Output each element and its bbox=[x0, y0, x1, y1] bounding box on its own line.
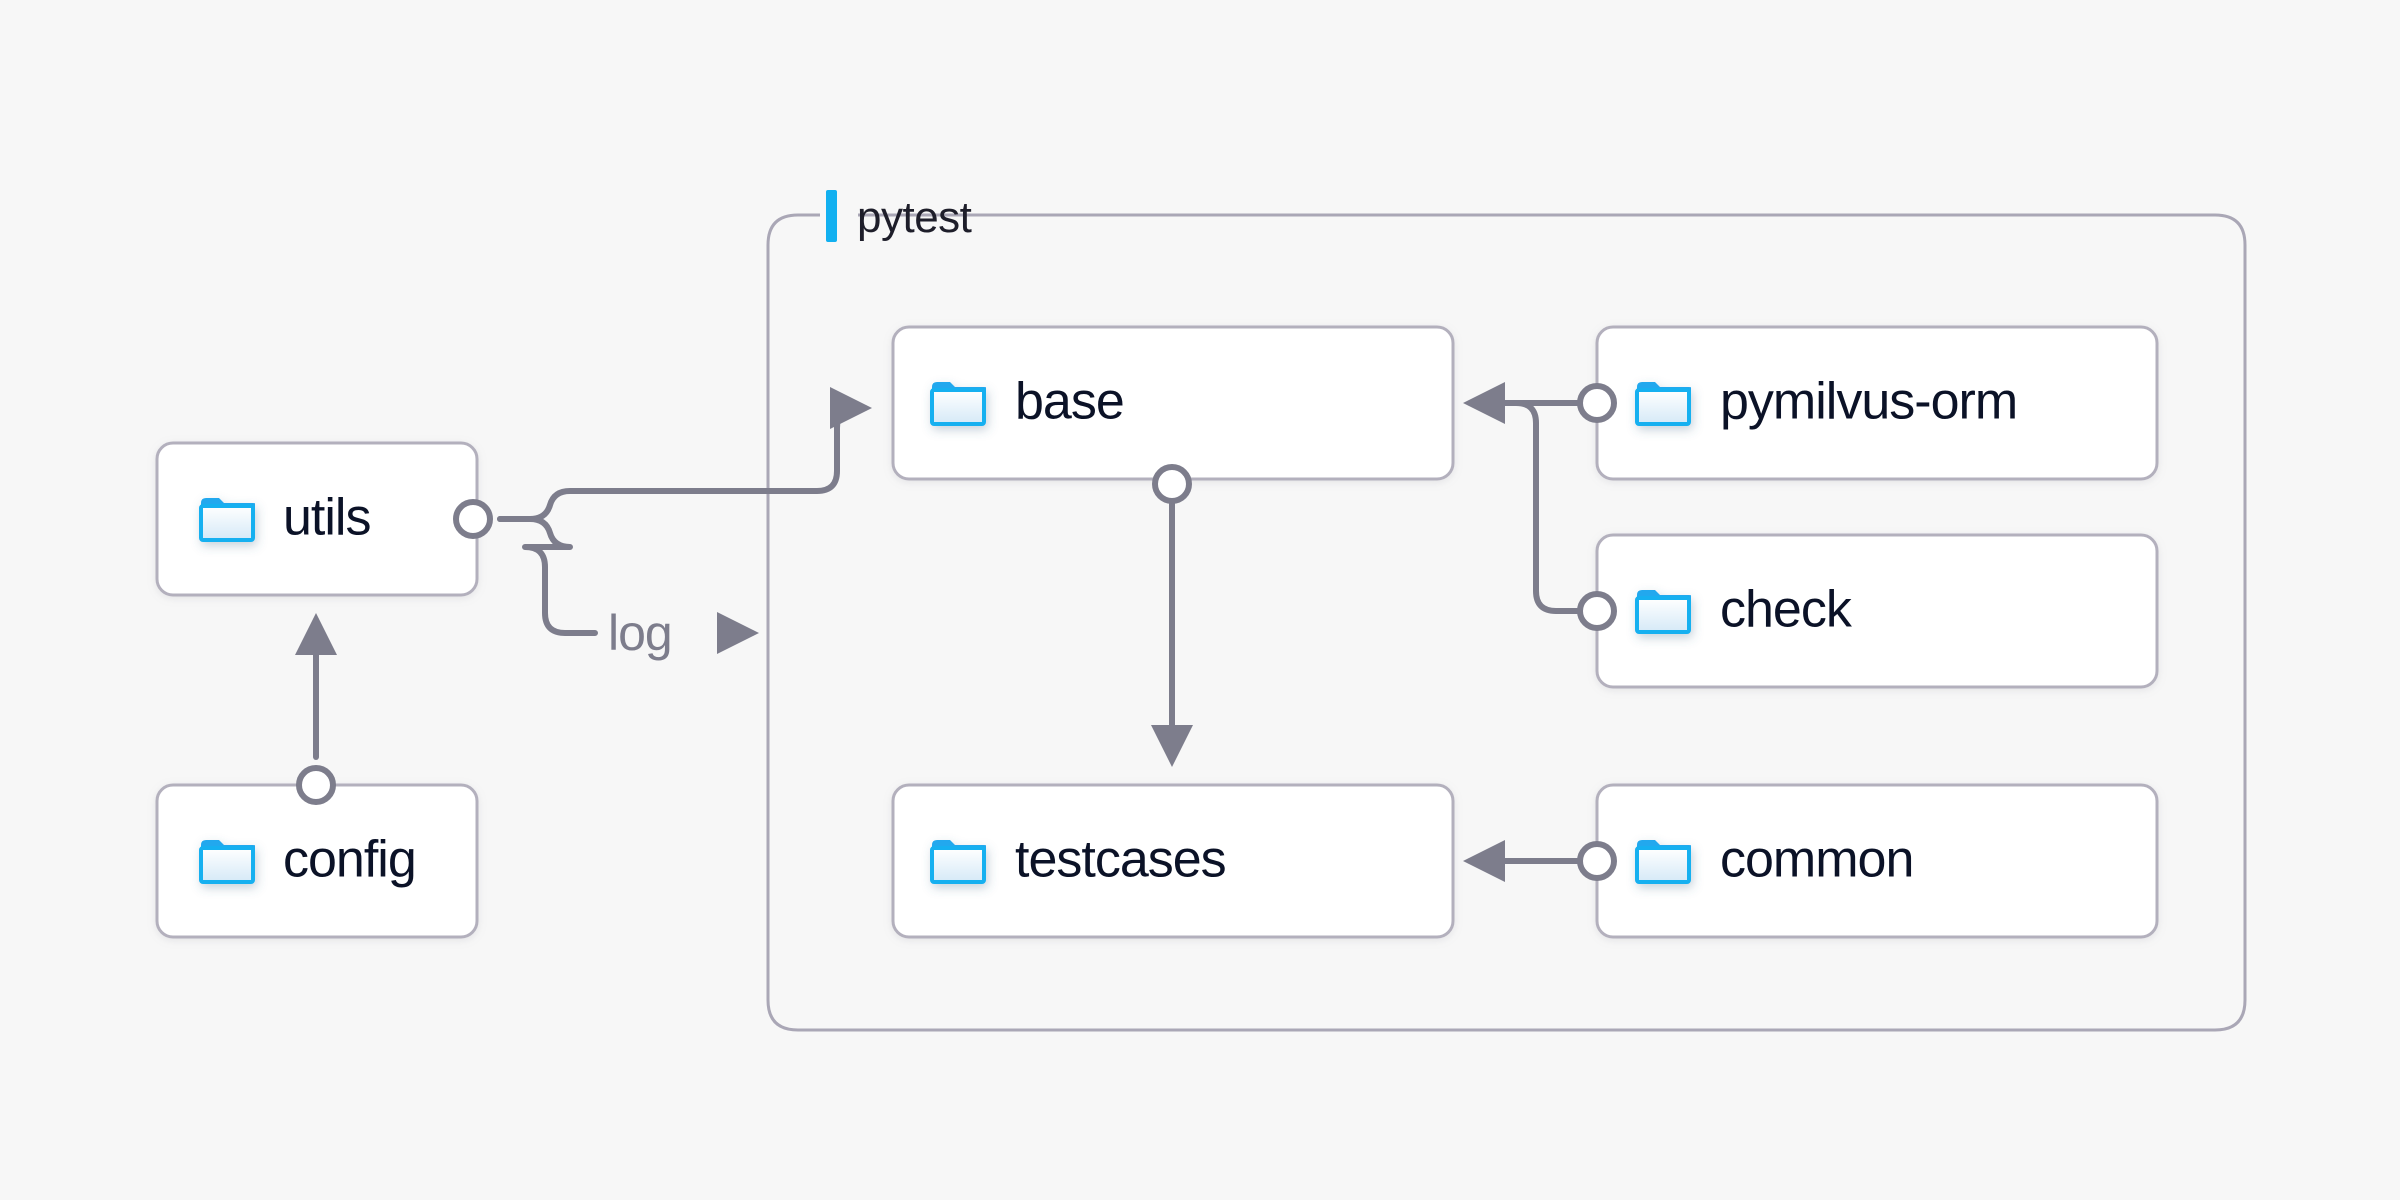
port-layer bbox=[296, 383, 1617, 881]
folder-icon bbox=[930, 380, 986, 426]
folder-icon bbox=[199, 838, 255, 884]
edge-utils-to-log[interactable]: log bbox=[497, 516, 759, 661]
edge-check-to-base[interactable] bbox=[1473, 400, 1581, 614]
edge-layer: log bbox=[295, 382, 1581, 882]
node-utils-label: utils bbox=[283, 489, 370, 547]
folder-icon bbox=[1635, 588, 1691, 634]
group-accent-bar bbox=[826, 190, 837, 242]
folder-icon bbox=[930, 838, 986, 884]
node-testcases[interactable]: testcases bbox=[891, 783, 1455, 939]
node-common[interactable]: common bbox=[1595, 783, 2159, 939]
folder-icon bbox=[199, 496, 255, 542]
port-pymilvus-orm-left[interactable] bbox=[1577, 383, 1617, 423]
node-testcases-label: testcases bbox=[1015, 831, 1226, 889]
port-config-top[interactable] bbox=[296, 765, 336, 805]
node-config[interactable]: config bbox=[155, 783, 479, 939]
group-pytest-border bbox=[766, 213, 2247, 1032]
node-base[interactable]: base bbox=[891, 325, 1455, 481]
node-utils[interactable]: utils bbox=[155, 441, 479, 597]
port-base-bottom[interactable] bbox=[1152, 464, 1192, 504]
port-check-left[interactable] bbox=[1577, 591, 1617, 631]
folder-icon bbox=[1635, 380, 1691, 426]
folder-icon bbox=[1635, 838, 1691, 884]
node-pymilvus-orm-label: pymilvus-orm bbox=[1720, 373, 2017, 431]
node-check-label: check bbox=[1720, 581, 1853, 639]
port-common-left[interactable] bbox=[1577, 841, 1617, 881]
node-check[interactable]: check bbox=[1595, 533, 2159, 689]
group-pytest-label: pytest bbox=[857, 193, 972, 242]
node-pymilvus-orm[interactable]: pymilvus-orm bbox=[1595, 325, 2159, 481]
port-utils-right[interactable] bbox=[453, 499, 493, 539]
node-config-label: config bbox=[283, 831, 416, 889]
group-pytest: pytest bbox=[766, 190, 2247, 1032]
node-base-label: base bbox=[1015, 373, 1124, 431]
edge-label-log: log bbox=[608, 605, 672, 661]
node-common-label: common bbox=[1720, 831, 1913, 889]
edge-utils-to-base[interactable] bbox=[497, 387, 872, 522]
node-testcases-box[interactable] bbox=[891, 783, 1455, 939]
